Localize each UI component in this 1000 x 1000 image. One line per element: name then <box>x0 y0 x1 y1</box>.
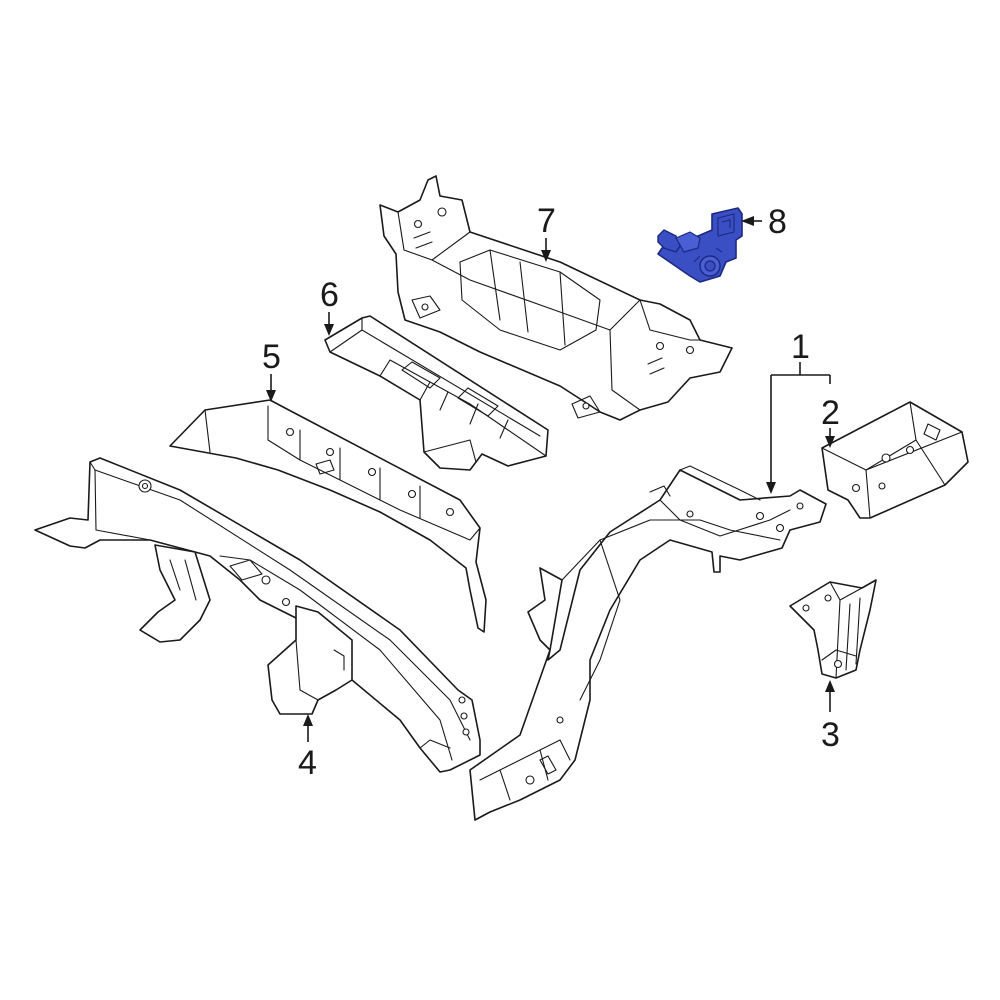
part-7-crossmember[interactable] <box>379 175 733 421</box>
part-4-rail[interactable] <box>34 457 481 773</box>
leader-5 <box>266 374 276 402</box>
leader-7 <box>541 238 551 262</box>
part-3-bracket[interactable] <box>789 579 877 679</box>
callout-5: 5 <box>262 338 281 376</box>
part-6-crossmember[interactable] <box>324 315 549 471</box>
leader-8 <box>741 216 762 226</box>
callout-6: 6 <box>320 276 339 314</box>
part-5-brace[interactable] <box>169 399 487 633</box>
callout-2: 2 <box>821 394 840 432</box>
leader-1 <box>766 362 831 494</box>
callout-7: 7 <box>537 202 556 240</box>
leader-4 <box>303 714 313 742</box>
callout-1: 1 <box>791 328 810 366</box>
leader-6 <box>324 312 334 336</box>
part-1-rail[interactable] <box>469 465 827 821</box>
leader-2 <box>825 428 835 448</box>
leader-3 <box>825 680 835 712</box>
callout-3: 3 <box>821 716 840 754</box>
part-2-bracket[interactable] <box>821 401 969 519</box>
part-8-bracket-highlighted[interactable] <box>657 207 743 283</box>
callout-4: 4 <box>298 744 317 782</box>
callout-8: 8 <box>768 203 787 241</box>
